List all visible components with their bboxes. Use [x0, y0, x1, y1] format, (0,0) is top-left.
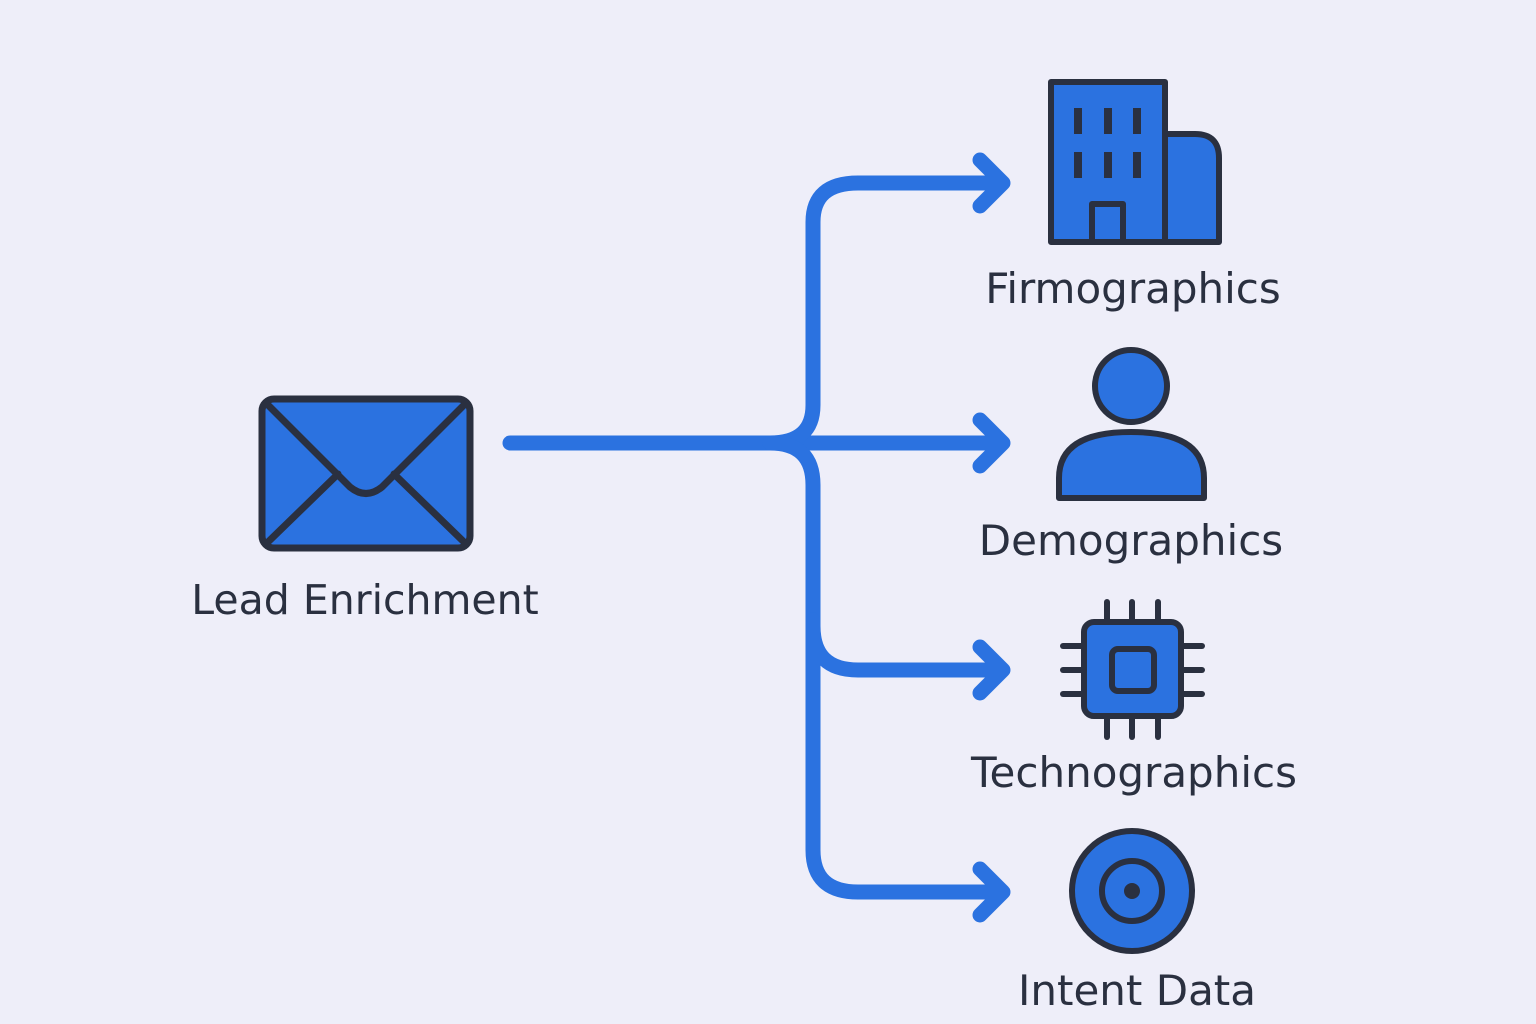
arrowhead-intent-data — [972, 861, 1011, 923]
demographics-label: Demographics — [978, 516, 1284, 565]
person-icon — [1056, 347, 1207, 501]
arrowhead-firmographics — [972, 152, 1011, 214]
connector-to-technographics — [762, 435, 1008, 678]
chip-icon — [1060, 599, 1205, 740]
connector-to-intent-data — [805, 612, 1008, 900]
building-icon — [1048, 79, 1222, 245]
connector-to-firmographics — [762, 175, 1008, 451]
arrowhead-demographics — [972, 412, 1011, 474]
connector-lines — [502, 152, 1011, 923]
firmographics-label: Firmographics — [985, 264, 1281, 313]
envelope-icon — [258, 395, 474, 552]
source-label: Lead Enrichment — [191, 576, 539, 624]
technographics-label: Technographics — [971, 748, 1297, 797]
intent-data-label: Intent Data — [1017, 966, 1257, 1015]
target-icon — [1069, 828, 1195, 954]
arrowhead-technographics — [972, 639, 1011, 701]
